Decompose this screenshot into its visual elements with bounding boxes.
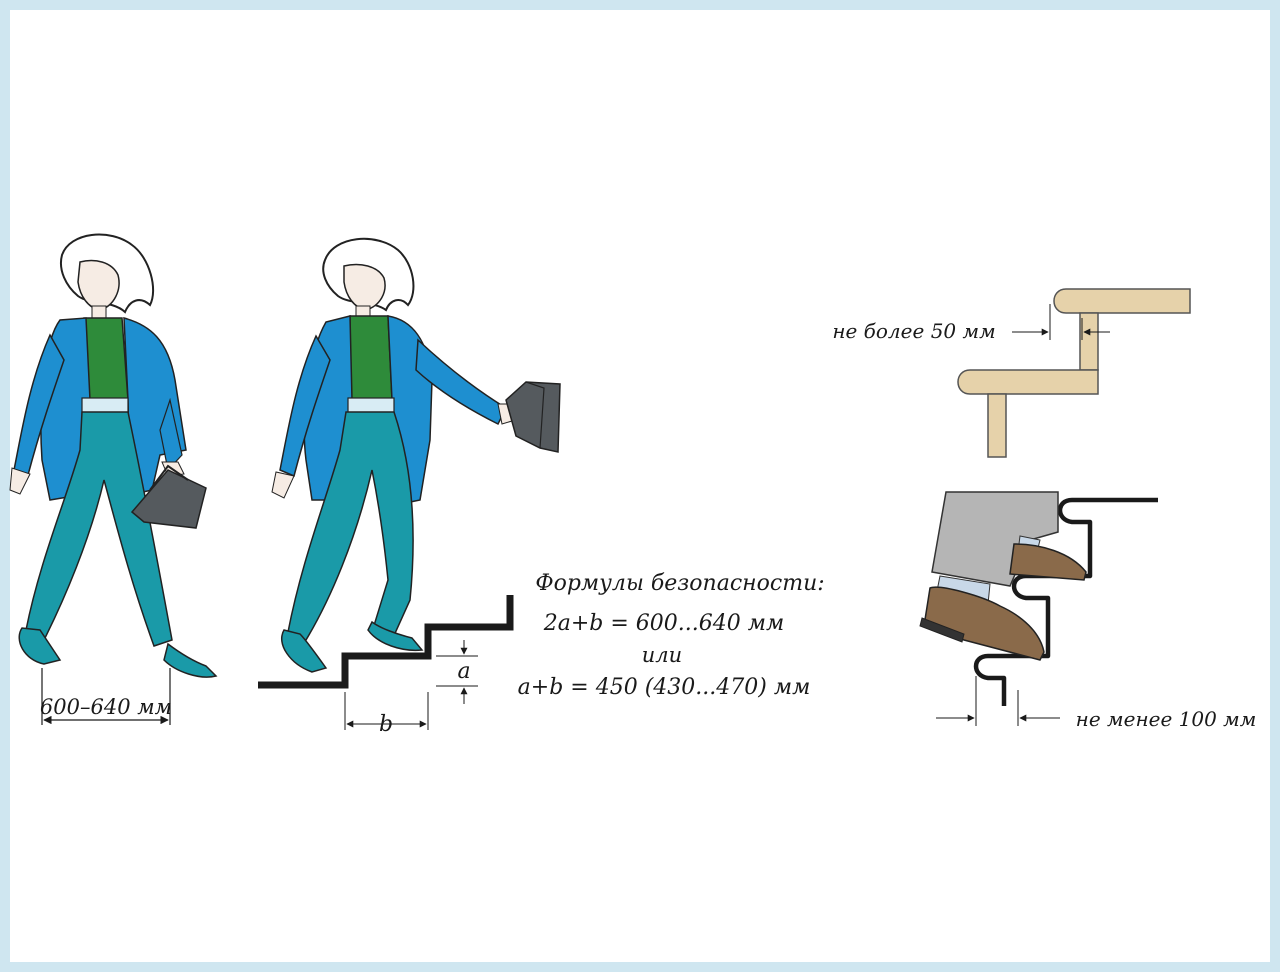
feet-on-stairs-detail [919,491,1158,706]
rise-dimension: a [436,640,478,704]
formula-two: a+b = 450 (430...470) мм [518,675,811,700]
stair-profile [258,595,514,689]
safety-formulas: Формулы безопасности: 2a+b = 600...640 м… [518,571,825,700]
overhang-dimension: не более 50 мм [832,304,1110,343]
stride-dimension: 600–640 мм [40,668,172,725]
walking-woman-figure [9,233,218,678]
rise-label: a [457,659,470,684]
formula-or: или [642,643,682,667]
tread-label: b [379,712,393,737]
stride-label: 600–640 мм [40,695,172,719]
min-width-dimension: не менее 100 мм [936,676,1256,731]
formula-title: Формулы безопасности: [535,571,824,596]
overhang-label: не более 50 мм [832,319,995,343]
tread-dimension: b [344,692,429,737]
formula-one: 2a+b = 600...640 мм [543,611,785,636]
climbing-woman-figure [271,237,561,673]
min-width-label: не менее 100 мм [1076,707,1257,731]
diagram-frame [10,10,1270,962]
wooden-step-detail [957,288,1191,458]
